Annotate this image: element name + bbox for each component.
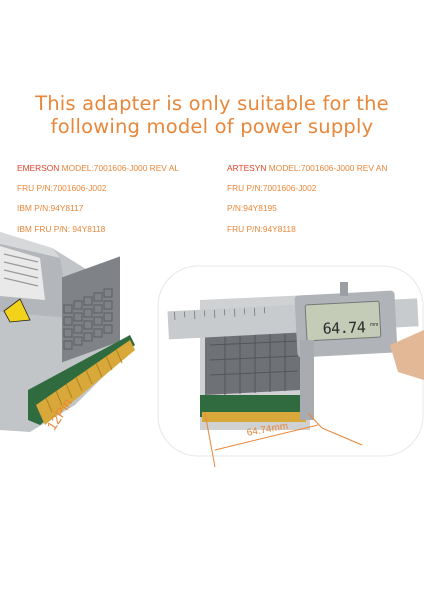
emerson-ibm-fru: IBM FRU P/N: 94Y8118 bbox=[17, 223, 106, 234]
headline-line-2: following model of power supply bbox=[50, 115, 374, 138]
left-psu-image bbox=[0, 232, 135, 432]
artesyn-fru: FRU P/N:7001606-J002 bbox=[227, 183, 317, 194]
caliper-reading: 64.74 bbox=[322, 318, 366, 338]
emerson-model: EMERSON MODEL:7001606-J000 REV AL bbox=[17, 158, 179, 178]
emerson-specs: EMERSON MODEL:7001606-J000 REV AL FRU P/… bbox=[17, 158, 179, 239]
headline-line-1: This adapter is only suitable for the bbox=[35, 92, 389, 115]
artesyn-specs: ARTESYN MODEL:7001606-J000 REV AN FRU P/… bbox=[227, 158, 387, 239]
caliper-unit: mm bbox=[370, 322, 379, 328]
artesyn-fru-2: FRU P/N:94Y8118 bbox=[227, 223, 296, 234]
artesyn-model: ARTESYN MODEL:7001606-J000 REV AN bbox=[227, 158, 387, 178]
emerson-brand: EMERSON bbox=[17, 163, 60, 173]
artesyn-model-text: MODEL:7001606-J000 REV AN bbox=[266, 163, 388, 173]
artesyn-brand: ARTESYN bbox=[227, 163, 267, 173]
artesyn-pn: P/N:94Y8195 bbox=[227, 203, 277, 214]
emerson-model-text: MODEL:7001606-J000 REV AL bbox=[59, 163, 180, 173]
headline: This adapter is only suitable for the fo… bbox=[0, 92, 424, 138]
right-caliper-photo bbox=[157, 265, 424, 468]
emerson-ibm-pn: IBM P/N:94Y8117 bbox=[17, 203, 84, 214]
emerson-fru: FRU P/N:7001606-J002 bbox=[17, 183, 107, 194]
